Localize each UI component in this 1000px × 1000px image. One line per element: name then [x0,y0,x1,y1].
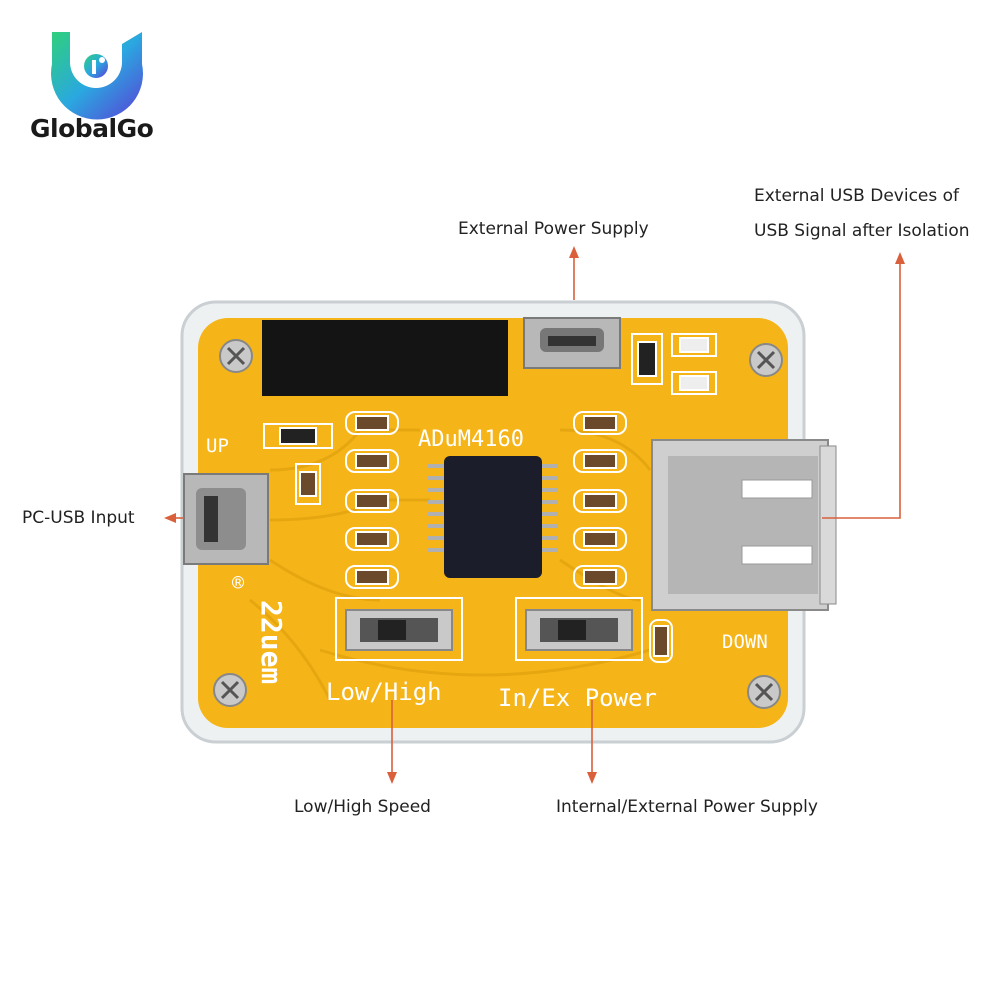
switch2-label: In/Ex Power [498,684,657,712]
label-usb-devices-line1: External USB Devices of [754,186,960,206]
up-label: UP [206,435,229,457]
chip-label: ADuM4160 [418,427,524,452]
globalgo-logo-mark [51,32,143,120]
pc-usb-connector [183,473,269,565]
vendor-mark: 22uem [255,600,288,684]
switch1-label: Low/High [326,678,442,706]
arrowhead-icon [895,252,905,264]
down-label: DOWN [722,631,768,653]
smd-components-left [263,411,399,589]
smd-components-right [573,333,717,663]
arrowhead-icon [387,772,397,784]
arrowhead-icon [164,513,176,523]
arrowhead-icon [569,246,579,258]
label-external-power: External Power Supply [458,219,649,239]
label-internal-external-power: Internal/External Power Supply [556,797,818,817]
screw-icon [213,339,783,709]
adum4160-chip [428,456,558,578]
logo-brand-text: GlobalGo [30,114,154,143]
low-high-switch [335,597,463,661]
arrow-usb-devices [822,258,901,519]
registered-mark: ® [232,571,245,595]
label-low-high-speed: Low/High Speed [294,797,431,817]
globalgo-logo [30,22,170,152]
label-pc-usb: PC-USB Input [22,508,135,528]
usb-a-port [651,439,837,611]
arrowhead-icon [587,772,597,784]
black-header [262,320,508,396]
external-power-connector [523,317,621,369]
label-usb-devices-line2: USB Signal after Isolation [754,221,970,241]
power-source-switch [515,597,643,661]
